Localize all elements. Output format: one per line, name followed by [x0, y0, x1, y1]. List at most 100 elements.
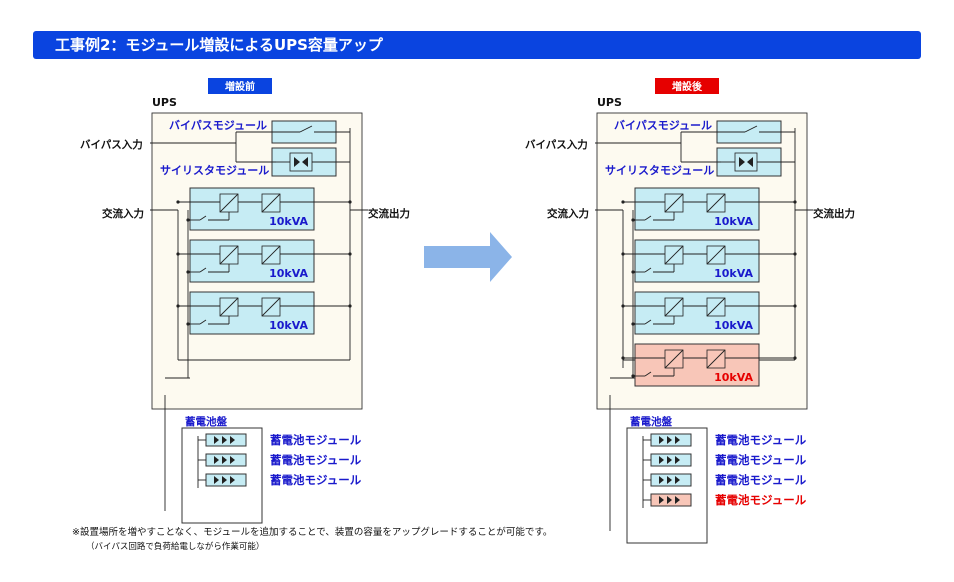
wire: [644, 371, 652, 377]
before-bypass-module-label: バイパスモジュール: [169, 119, 267, 132]
battery-glyph: [214, 476, 235, 484]
wire: [261, 193, 281, 213]
before-ac-input: 交流入力: [102, 207, 144, 220]
wire: [664, 349, 684, 369]
before-badge-label: 増設前: [225, 80, 255, 93]
transition-arrow: [424, 232, 512, 282]
junction-dot: [793, 356, 797, 360]
wire: [219, 245, 239, 265]
battery-glyph: [659, 496, 680, 504]
before-module-rating-1: 10kVA: [269, 215, 308, 228]
battery-glyph: [214, 436, 235, 444]
after-badge: [655, 78, 719, 94]
junction-dot: [793, 304, 797, 308]
before-module-rating-2: 10kVA: [269, 267, 308, 280]
wire: [644, 319, 652, 325]
junction-dot: [348, 304, 352, 308]
junction-dot: [631, 374, 635, 378]
wire: [219, 297, 239, 317]
before-thyristor-module-label: サイリスタモジュール: [160, 164, 269, 177]
wire: [706, 245, 726, 265]
junction-dot: [348, 252, 352, 256]
before-bypass-input: バイパス入力: [80, 138, 143, 151]
wire: [664, 297, 684, 317]
junction-dot: [793, 200, 797, 204]
junction-dot: [348, 200, 352, 204]
wire: [644, 215, 652, 221]
title-bar: 工事例2：モジュール増設によるUPS容量アップ: [33, 31, 921, 59]
before-power-module-1: [189, 187, 315, 231]
wire: [199, 319, 207, 325]
before-module-rating-3: 10kVA: [269, 319, 308, 332]
after-battery-label-4: 蓄電池モジュール: [715, 493, 807, 507]
footnote-sub: （バイパス回路で負荷給電しながら作業可能）: [86, 542, 265, 552]
after-bypass-input: バイパス入力: [525, 138, 588, 151]
after-module-rating-4: 10kVA: [714, 371, 753, 384]
before-power-module-3: [189, 291, 315, 335]
before-ac-output: 交流出力: [368, 207, 410, 220]
inverter-symbol: [706, 245, 726, 265]
after-bypass-module-label: バイパスモジュール: [614, 119, 712, 132]
wire: [199, 267, 207, 273]
inverter-symbol: [261, 193, 281, 213]
after-power-module-3: [634, 291, 760, 335]
wire: [706, 349, 726, 369]
junction-dot: [176, 304, 180, 308]
after-module-rating-1: 10kVA: [714, 215, 753, 228]
junction-dot: [793, 252, 797, 256]
before-power-module-2: [189, 239, 315, 283]
wire: [644, 267, 652, 273]
footnote: ※設置場所を増やすことなく、モジュールを追加することで、装置の容量をアップグレー…: [72, 527, 553, 538]
junction-dot: [631, 218, 635, 222]
junction-dot: [186, 322, 190, 326]
before-ups-label: UPS: [152, 96, 177, 109]
junction-dot: [186, 270, 190, 274]
before-battery-panel-label: 蓄電池盤: [185, 415, 227, 428]
after-thyristor-module-label: サイリスタモジュール: [605, 164, 714, 177]
before-badge: [208, 78, 272, 94]
wire: [706, 193, 726, 213]
after-module-rating-2: 10kVA: [714, 267, 753, 280]
wire: [664, 193, 684, 213]
thyristor-glyph: [294, 157, 308, 167]
wire: [744, 125, 758, 133]
battery-glyph: [214, 456, 235, 464]
after-ac-input: 交流入力: [547, 207, 589, 220]
before-battery-label-3: 蓄電池モジュール: [270, 473, 362, 487]
after-battery-label-1: 蓄電池モジュール: [715, 433, 807, 447]
inverter-symbol: [261, 245, 281, 265]
junction-dot: [176, 252, 180, 256]
junction-dot: [176, 200, 180, 204]
inverter-symbol: [706, 297, 726, 317]
after-ups-label: UPS: [597, 96, 622, 109]
thyristor-glyph: [739, 157, 753, 167]
wire: [299, 125, 313, 133]
wire: [664, 245, 684, 265]
junction-dot: [621, 200, 625, 204]
after-battery-panel-label: 蓄電池盤: [630, 415, 672, 428]
inverter-symbol: [261, 297, 281, 317]
after-ac-output: 交流出力: [813, 207, 855, 220]
wire: [199, 215, 207, 221]
after-power-module-2: [634, 239, 760, 283]
after-power-module-1: [634, 187, 760, 231]
inverter-symbol: [706, 193, 726, 213]
before-battery-label-1: 蓄電池モジュール: [270, 433, 362, 447]
wire: [261, 245, 281, 265]
junction-dot: [186, 218, 190, 222]
junction-dot: [621, 356, 625, 360]
before-battery-label-2: 蓄電池モジュール: [270, 453, 362, 467]
wire: [261, 297, 281, 317]
junction-dot: [621, 304, 625, 308]
after-badge-label: 増設後: [672, 80, 703, 93]
battery-glyph: [659, 436, 680, 444]
battery-glyph: [659, 476, 680, 484]
wire: [706, 297, 726, 317]
wire: [219, 193, 239, 213]
after-battery-label-2: 蓄電池モジュール: [715, 453, 807, 467]
page-title: 工事例2：モジュール増設によるUPS容量アップ: [55, 36, 383, 54]
after-battery-label-3: 蓄電池モジュール: [715, 473, 807, 487]
